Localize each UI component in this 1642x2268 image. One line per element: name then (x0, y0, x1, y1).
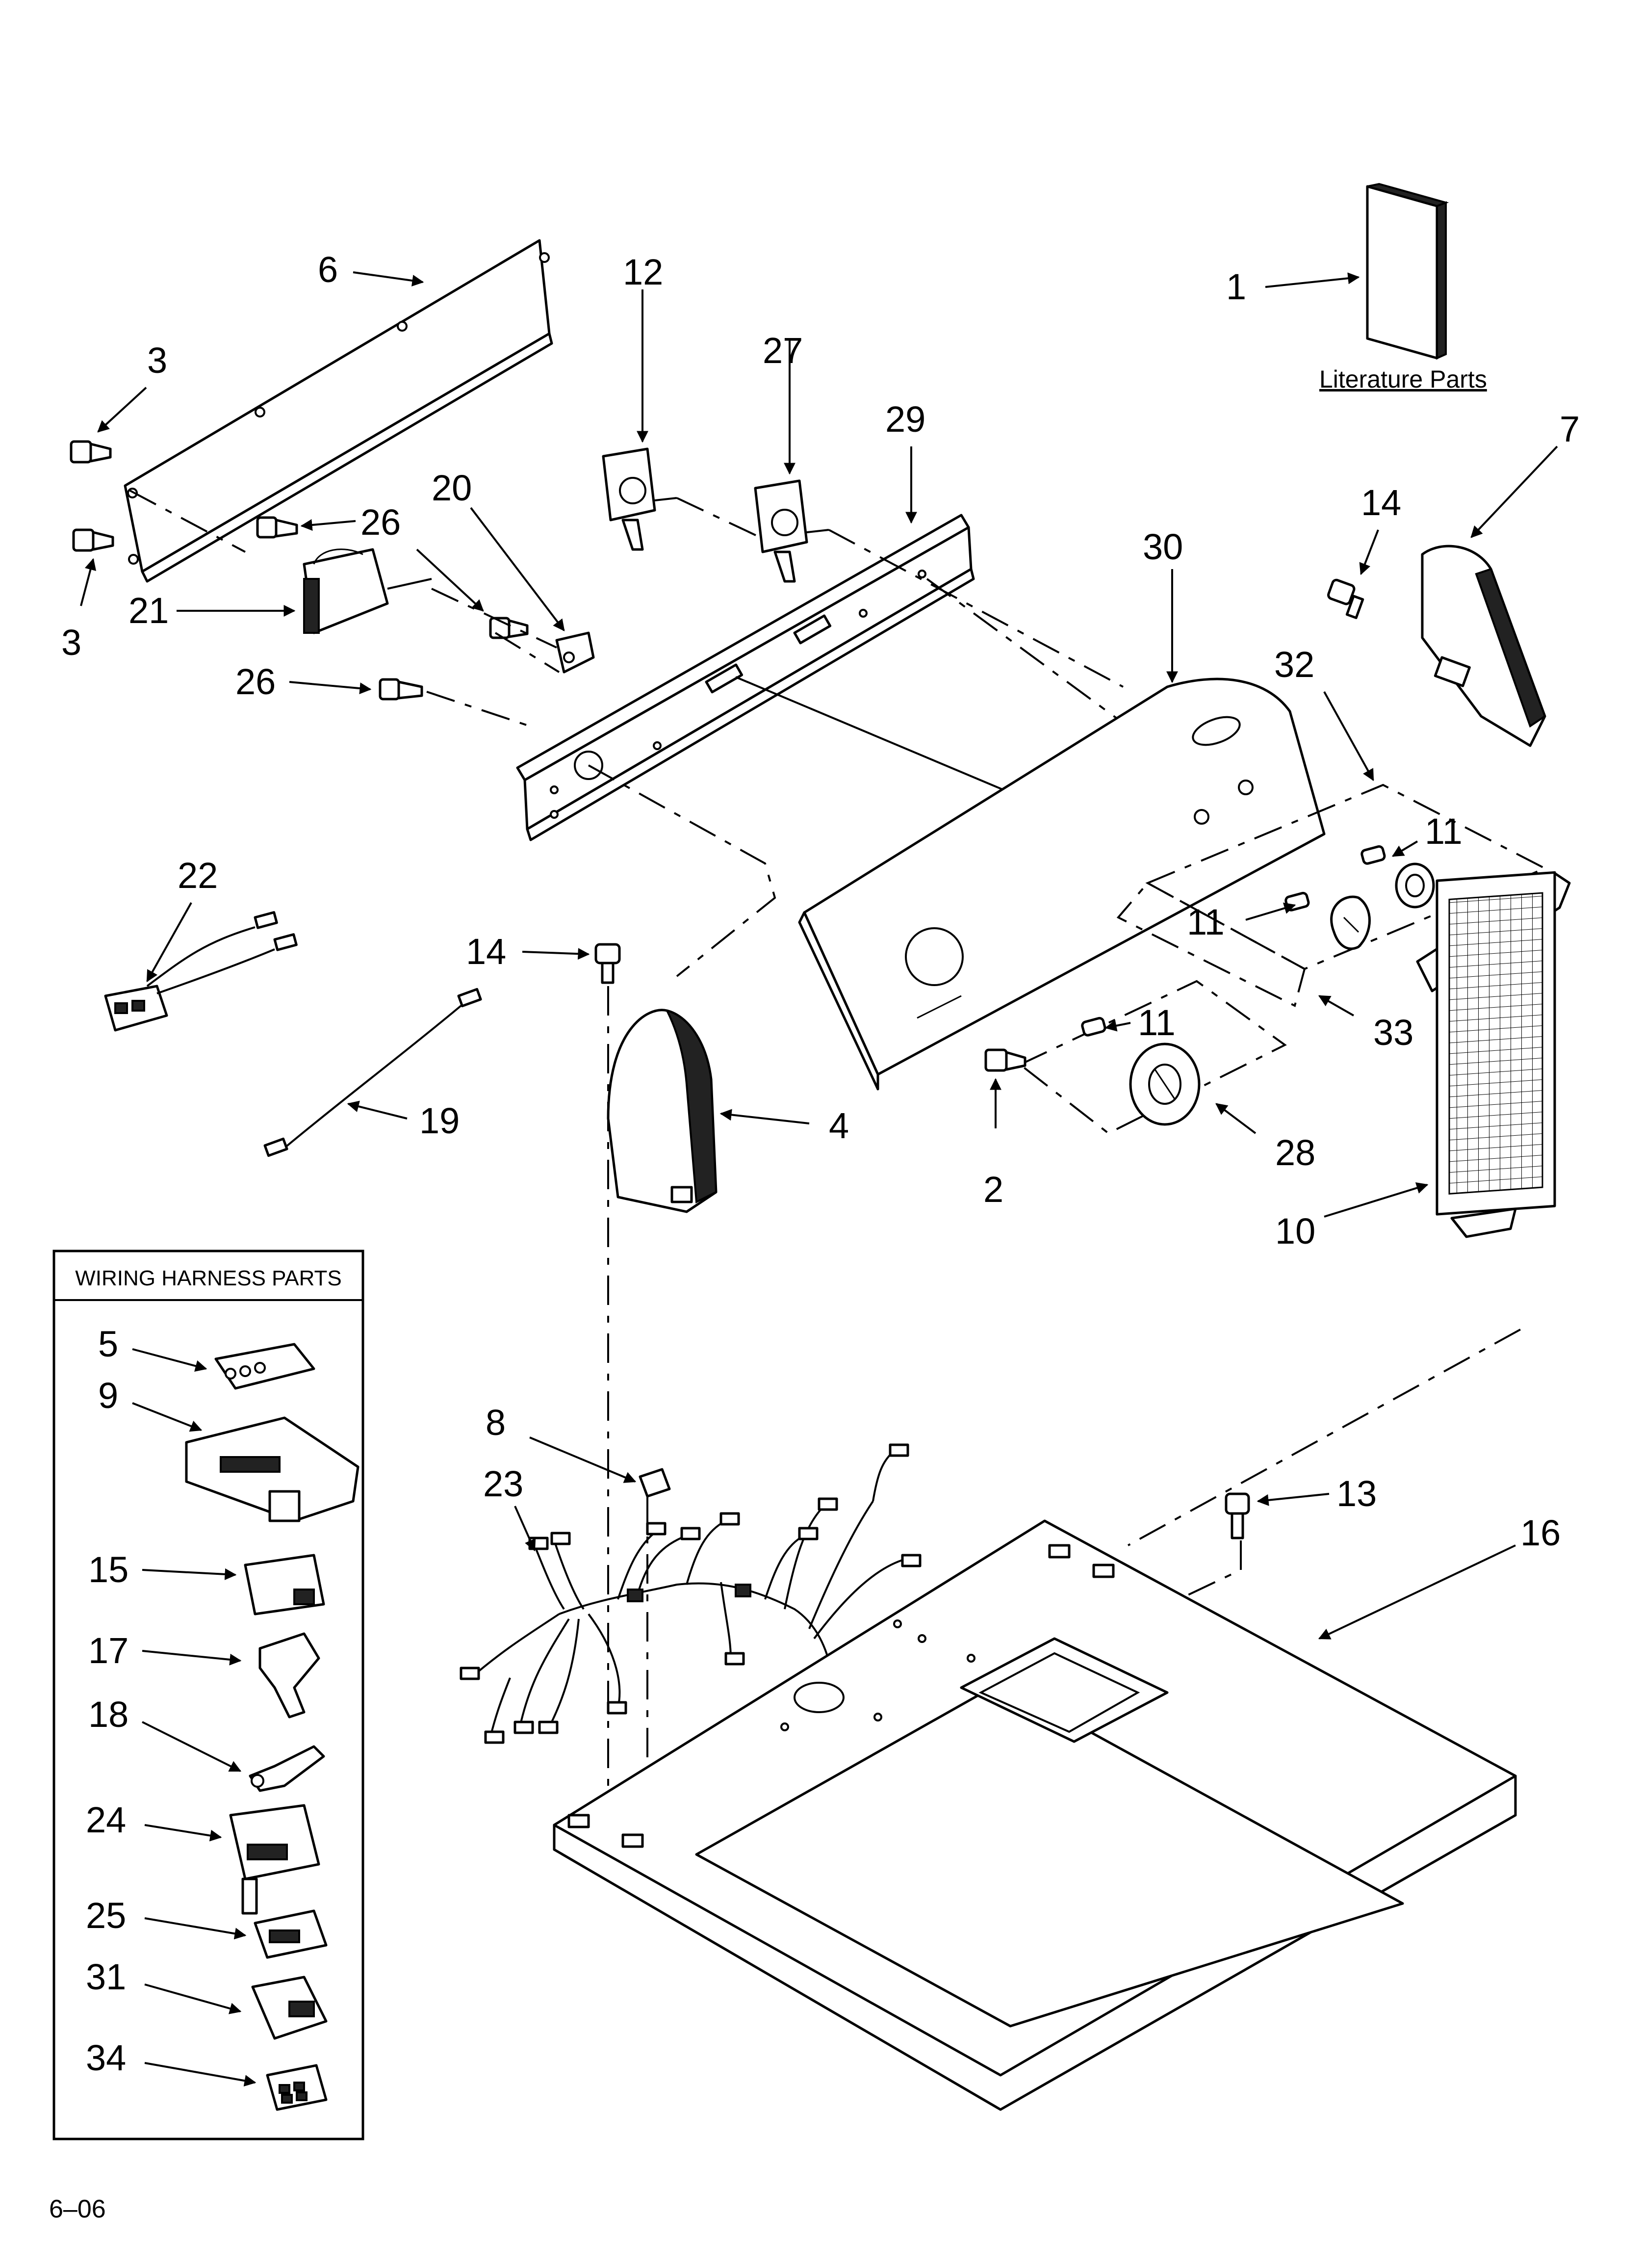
callout-30: 30 (1143, 526, 1183, 567)
literature-booklet (1366, 182, 1449, 360)
callout-12: 12 (623, 252, 663, 292)
screw-26-upper (256, 516, 298, 539)
bushing-11-top (1360, 845, 1386, 865)
callout-14-right: 14 (1361, 482, 1401, 523)
switch-12 (602, 447, 677, 551)
screw-14-left (594, 943, 621, 984)
knob-32 (1395, 862, 1435, 909)
end-cap-4 (607, 1009, 718, 1213)
callout-27: 27 (763, 330, 803, 371)
callout-33: 33 (1373, 1012, 1413, 1053)
harness-item-9-label: 9 (98, 1375, 118, 1416)
callout-13: 13 (1336, 1473, 1377, 1514)
connector-15 (244, 1554, 325, 1616)
connector-9 (185, 1416, 359, 1522)
screw-3-lower (72, 528, 114, 552)
harness-item-24-label: 24 (86, 1799, 126, 1840)
harness-item-31-label: 31 (86, 1956, 126, 1997)
lint-filter-10 (1416, 871, 1571, 1238)
callout-29: 29 (885, 399, 925, 440)
callout-6: 6 (318, 249, 338, 290)
screw-26-mid (489, 617, 529, 639)
clip-17 (258, 1632, 320, 1719)
literature-parts-label: Literature Parts (1319, 365, 1487, 393)
callout-26-lower: 26 (235, 661, 276, 702)
connector-24 (229, 1804, 320, 1915)
timer-21 (303, 548, 432, 634)
callout-26-upper: 26 (360, 502, 401, 543)
callout-1: 1 (1226, 266, 1246, 307)
callout-10: 10 (1275, 1211, 1315, 1251)
console-bracket-29 (516, 514, 975, 841)
harness-item-5-label: 5 (98, 1324, 118, 1364)
part-20-bracket (555, 631, 595, 674)
harness-box-title: WIRING HARNESS PARTS (75, 1266, 342, 1290)
callout-20: 20 (432, 468, 472, 508)
terminal-18 (249, 1745, 325, 1792)
callout-28: 28 (1275, 1132, 1315, 1173)
harness-item-18-label: 18 (88, 1694, 128, 1735)
rear-control-panel (124, 239, 553, 583)
connector-34 (266, 2064, 328, 2111)
callout-19: 19 (419, 1100, 460, 1141)
connector-5 (214, 1343, 315, 1390)
callout-11-middle: 11 (1187, 902, 1225, 942)
callout-3-upper: 3 (147, 340, 167, 381)
switch-27 (754, 479, 829, 583)
screw-13 (1225, 1492, 1250, 1539)
harness-item-34-label: 34 (86, 2037, 126, 2078)
callout-21: 21 (128, 590, 169, 631)
callout-22: 22 (178, 855, 218, 896)
clip-8 (639, 1468, 671, 1498)
knob-28 (1129, 1043, 1201, 1126)
screw-14-right (1327, 578, 1364, 619)
wire-22 (104, 911, 298, 1032)
screw-26-lower (379, 678, 423, 701)
harness-item-25-label: 25 (86, 1895, 126, 1936)
end-cap-7 (1421, 545, 1546, 747)
callout-14-left: 14 (466, 931, 506, 972)
callout-4: 4 (829, 1105, 849, 1146)
callout-2: 2 (983, 1169, 1003, 1210)
callout-16: 16 (1520, 1512, 1561, 1553)
connector-25 (254, 1909, 328, 1959)
callout-32: 32 (1274, 644, 1314, 685)
callout-23: 23 (483, 1463, 523, 1504)
page-code: 6–06 (49, 2195, 106, 2223)
screw-3-upper (70, 440, 112, 464)
bushing-11-middle (1284, 891, 1310, 912)
callout-8: 8 (486, 1402, 506, 1443)
harness-item-17-label: 17 (88, 1630, 128, 1671)
bushing-11-bottom (1081, 1017, 1106, 1037)
callout-11-bottom: 11 (1138, 1002, 1176, 1043)
dryer-top-16 (553, 1519, 1517, 2111)
callout-7: 7 (1560, 409, 1580, 449)
harness-item-15-label: 15 (88, 1549, 128, 1590)
connector-31 (251, 1976, 328, 2040)
console-panel-30 (798, 678, 1326, 1091)
screw-2 (984, 1048, 1026, 1072)
wire-19 (263, 988, 482, 1157)
callout-11-top: 11 (1425, 811, 1462, 852)
wiring-harness-parts-box: WIRING HARNESS PARTS 5 9 15 17 (52, 1250, 364, 2140)
knob-33 (1330, 895, 1371, 950)
callout-3-lower: 3 (61, 622, 81, 663)
